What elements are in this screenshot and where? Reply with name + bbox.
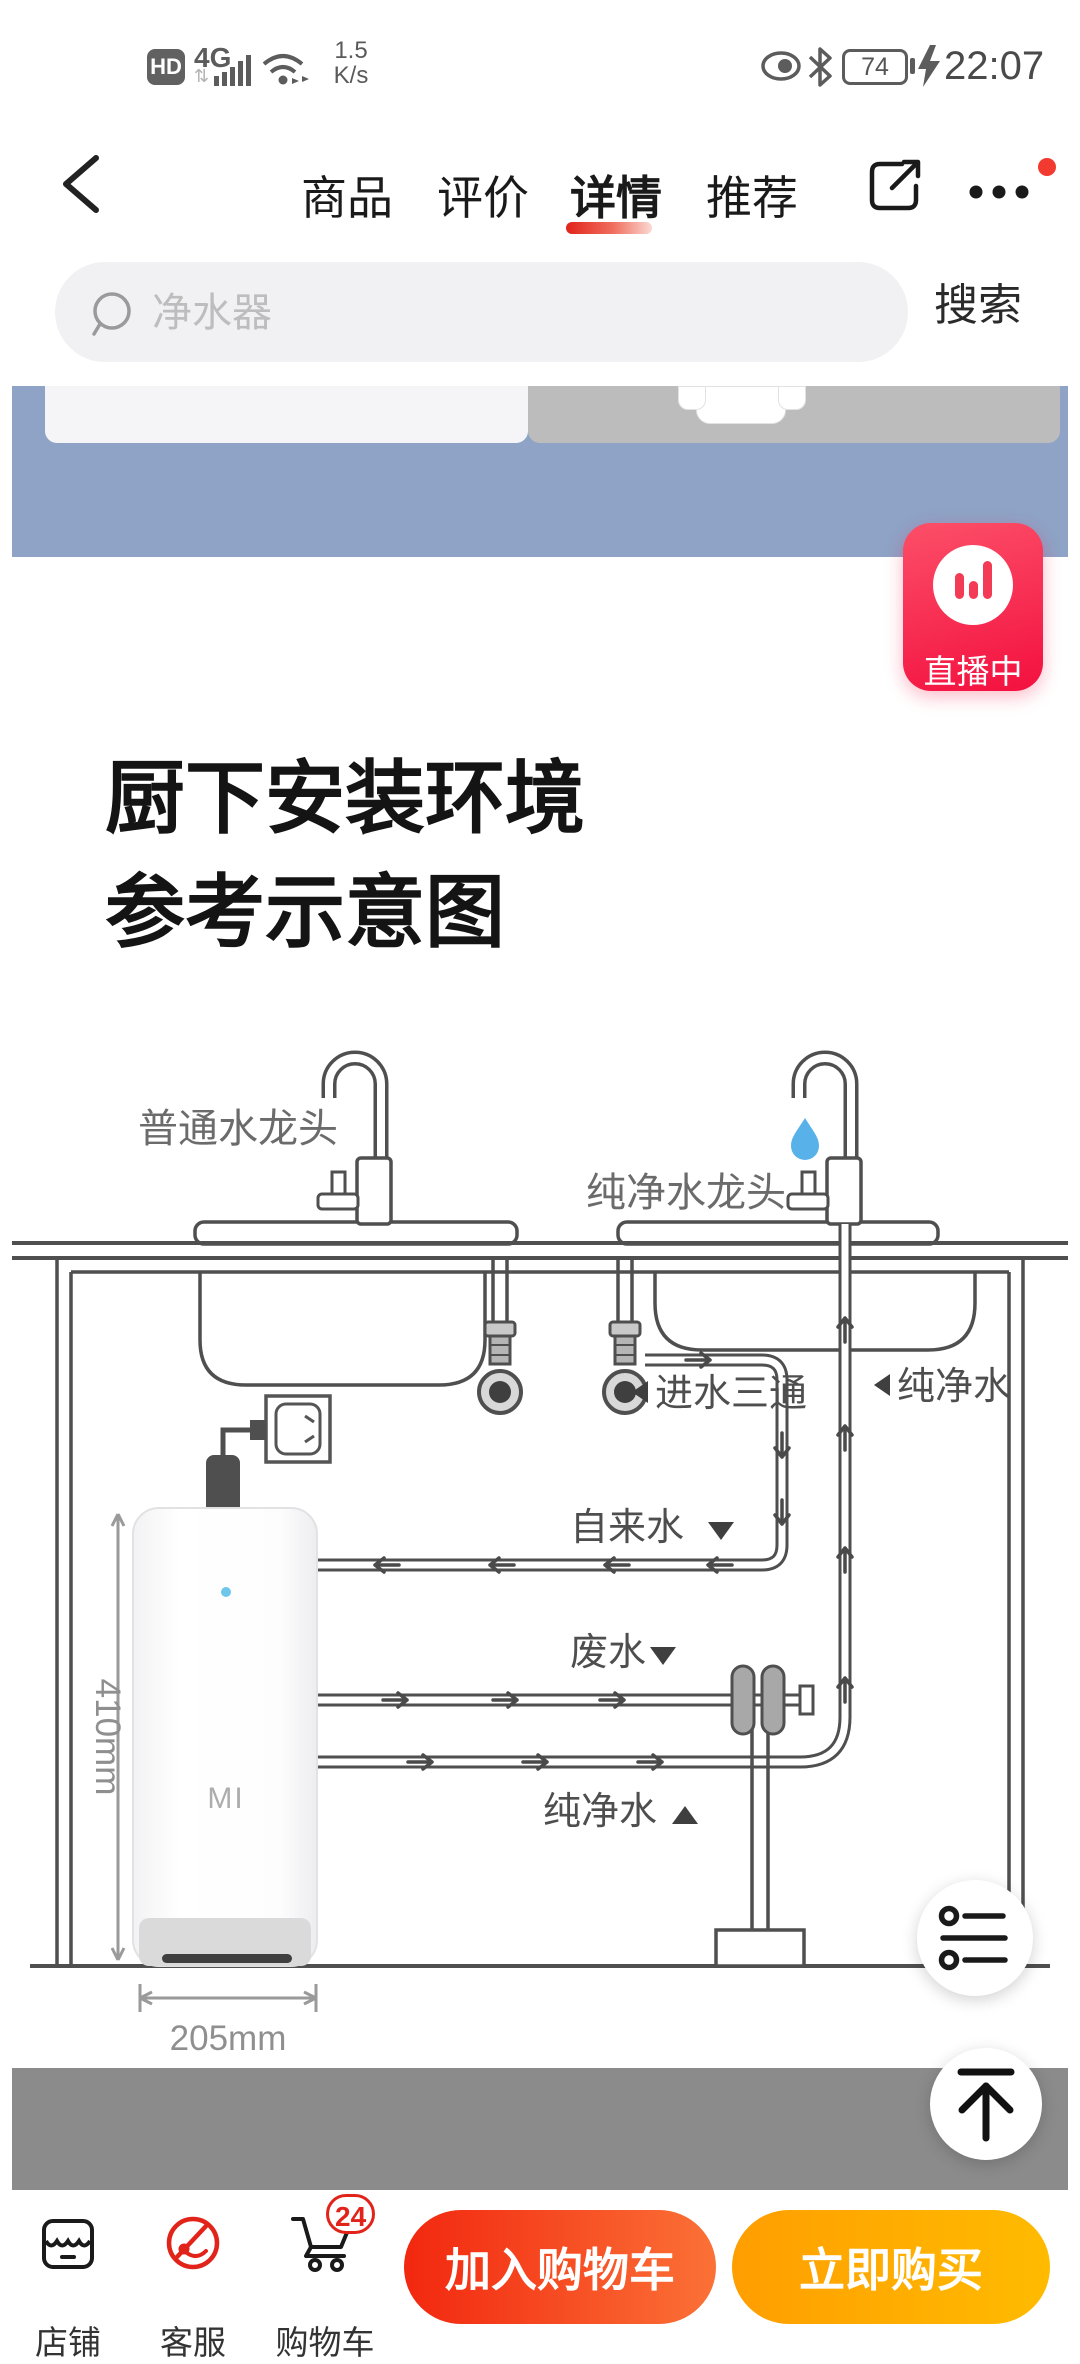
label-pure-water-side: 纯净水 bbox=[897, 1366, 1011, 1408]
list-icon bbox=[938, 1905, 1008, 1971]
label-width-dim: 205mm bbox=[170, 2019, 287, 2058]
band-right-panel bbox=[528, 386, 1060, 443]
live-badge-label: 直播中 bbox=[923, 653, 1023, 690]
live-streaming-badge[interactable]: 直播中 bbox=[903, 523, 1043, 691]
bluetooth-icon bbox=[808, 47, 832, 87]
inlet-tee-pointer bbox=[632, 1381, 648, 1403]
network-speed: 1.5 K/s bbox=[333, 37, 369, 89]
bottom-action-bar: 店铺 客服 24 购物车 加入购物车 立即购买 bbox=[0, 2190, 1080, 2361]
search-button[interactable]: 搜索 bbox=[928, 268, 1028, 334]
drain-pipe bbox=[714, 1706, 806, 1968]
add-to-cart-button[interactable]: 加入购物车 bbox=[404, 2210, 716, 2324]
active-tab-underline bbox=[566, 222, 652, 234]
drain-base bbox=[714, 1928, 806, 1968]
battery-indicator: 74 bbox=[842, 49, 908, 85]
label-pure-water-bottom: 纯净水 bbox=[543, 1791, 657, 1833]
back-to-top-button[interactable] bbox=[930, 2048, 1042, 2160]
label-normal-faucet: 普通水龙头 bbox=[138, 1107, 338, 1151]
right-sink-ledge bbox=[616, 1220, 940, 1246]
back-icon[interactable] bbox=[56, 154, 106, 214]
spec-list-button[interactable] bbox=[917, 1880, 1033, 1996]
cart-item[interactable]: 24 购物车 bbox=[270, 2190, 410, 2361]
customer-service-label: 客服 bbox=[160, 2324, 226, 2361]
cart-icon bbox=[291, 2217, 350, 2272]
shop-icon bbox=[42, 2219, 94, 2269]
more-icon[interactable] bbox=[968, 184, 1034, 200]
network-type: 4G bbox=[194, 42, 232, 73]
valve-supply-pipes bbox=[491, 1260, 634, 1322]
water-purifier: MI bbox=[132, 1507, 318, 1967]
share-icon[interactable] bbox=[866, 158, 926, 214]
water-drop-icon bbox=[791, 1118, 819, 1160]
search-input[interactable] bbox=[150, 270, 794, 356]
search-row: 搜索 bbox=[0, 240, 1080, 386]
section-title: 厨下安装环境 参考示意图 bbox=[105, 742, 585, 970]
shop-item[interactable]: 店铺 bbox=[28, 2208, 108, 2361]
left-sink-ledge bbox=[193, 1220, 519, 1246]
inlet-tee-valve bbox=[602, 1320, 648, 1415]
label-height-dim: 410mm bbox=[88, 1679, 127, 1796]
height-dimension: 410mm bbox=[88, 1513, 127, 1961]
charging-bolt-icon bbox=[918, 45, 940, 87]
pure-water-bottom-pointer bbox=[672, 1806, 698, 1824]
notification-dot bbox=[1038, 158, 1056, 176]
battery-nub bbox=[910, 58, 915, 74]
status-time: 22:07 bbox=[944, 44, 1045, 88]
left-sink-basin bbox=[198, 1272, 487, 1387]
hd-icon: HD bbox=[147, 49, 185, 85]
wall-outlet bbox=[264, 1394, 332, 1464]
tab-reviews[interactable]: 评价 bbox=[437, 172, 529, 224]
wifi-icon bbox=[262, 54, 309, 85]
partial-product-image bbox=[678, 386, 706, 410]
top-arrow-icon bbox=[957, 2068, 1015, 2142]
tab-details[interactable]: 详情 bbox=[570, 172, 662, 224]
customer-service-item[interactable]: 客服 bbox=[153, 2208, 233, 2361]
purifier-brand-logo: MI bbox=[207, 1782, 244, 1815]
purifier-led bbox=[221, 1587, 231, 1597]
label-pure-faucet: 纯净水龙头 bbox=[586, 1171, 786, 1215]
installation-diagram: 普通水龙头 纯净水龙头 bbox=[12, 1050, 1068, 2058]
normal-faucet bbox=[316, 1050, 393, 1226]
nav-bar: 商品 评价 详情 推荐 bbox=[0, 88, 1080, 240]
dual-sim-icon: ⇅ bbox=[194, 66, 210, 86]
search-icon bbox=[92, 292, 131, 336]
status-bar: HD 4G ⇅ 1.5 K/s 74 22:07 bbox=[0, 0, 1080, 88]
angle-valve bbox=[477, 1320, 523, 1415]
signal-bars-icon bbox=[214, 55, 251, 86]
band-left-panel bbox=[45, 386, 528, 443]
pure-water-pointer bbox=[874, 1374, 890, 1396]
live-equalizer-icon bbox=[933, 545, 1013, 625]
cart-label: 购物车 bbox=[275, 2324, 375, 2361]
pure-water-faucet bbox=[786, 1050, 863, 1226]
title-line-1: 厨下安装环境 bbox=[105, 754, 585, 843]
label-inlet-tee: 进水三通 bbox=[655, 1373, 807, 1415]
width-dimension: 205mm bbox=[138, 1984, 318, 2058]
partial-product-image bbox=[696, 386, 786, 424]
right-sink-basin bbox=[653, 1272, 977, 1352]
tab-recommend[interactable]: 推荐 bbox=[706, 172, 798, 224]
waste-line-valves bbox=[730, 1664, 815, 1736]
waste-water-pointer bbox=[650, 1647, 676, 1665]
buy-now-button[interactable]: 立即购买 bbox=[732, 2210, 1050, 2324]
partial-product-image bbox=[778, 386, 806, 410]
label-waste-water: 废水 bbox=[570, 1632, 646, 1674]
tap-water-pointer bbox=[708, 1522, 734, 1540]
tab-product[interactable]: 商品 bbox=[301, 172, 393, 224]
shop-label: 店铺 bbox=[35, 2324, 101, 2361]
label-tap-water: 自来水 bbox=[570, 1507, 684, 1549]
customer-service-icon bbox=[166, 2216, 220, 2270]
scrolled-image-band bbox=[12, 2068, 1068, 2190]
flow-arrows bbox=[373, 1316, 854, 1771]
scrolled-product-band bbox=[12, 386, 1068, 557]
cart-count-badge: 24 bbox=[326, 2194, 376, 2234]
eye-icon bbox=[761, 51, 801, 81]
title-line-2: 参考示意图 bbox=[105, 868, 505, 957]
